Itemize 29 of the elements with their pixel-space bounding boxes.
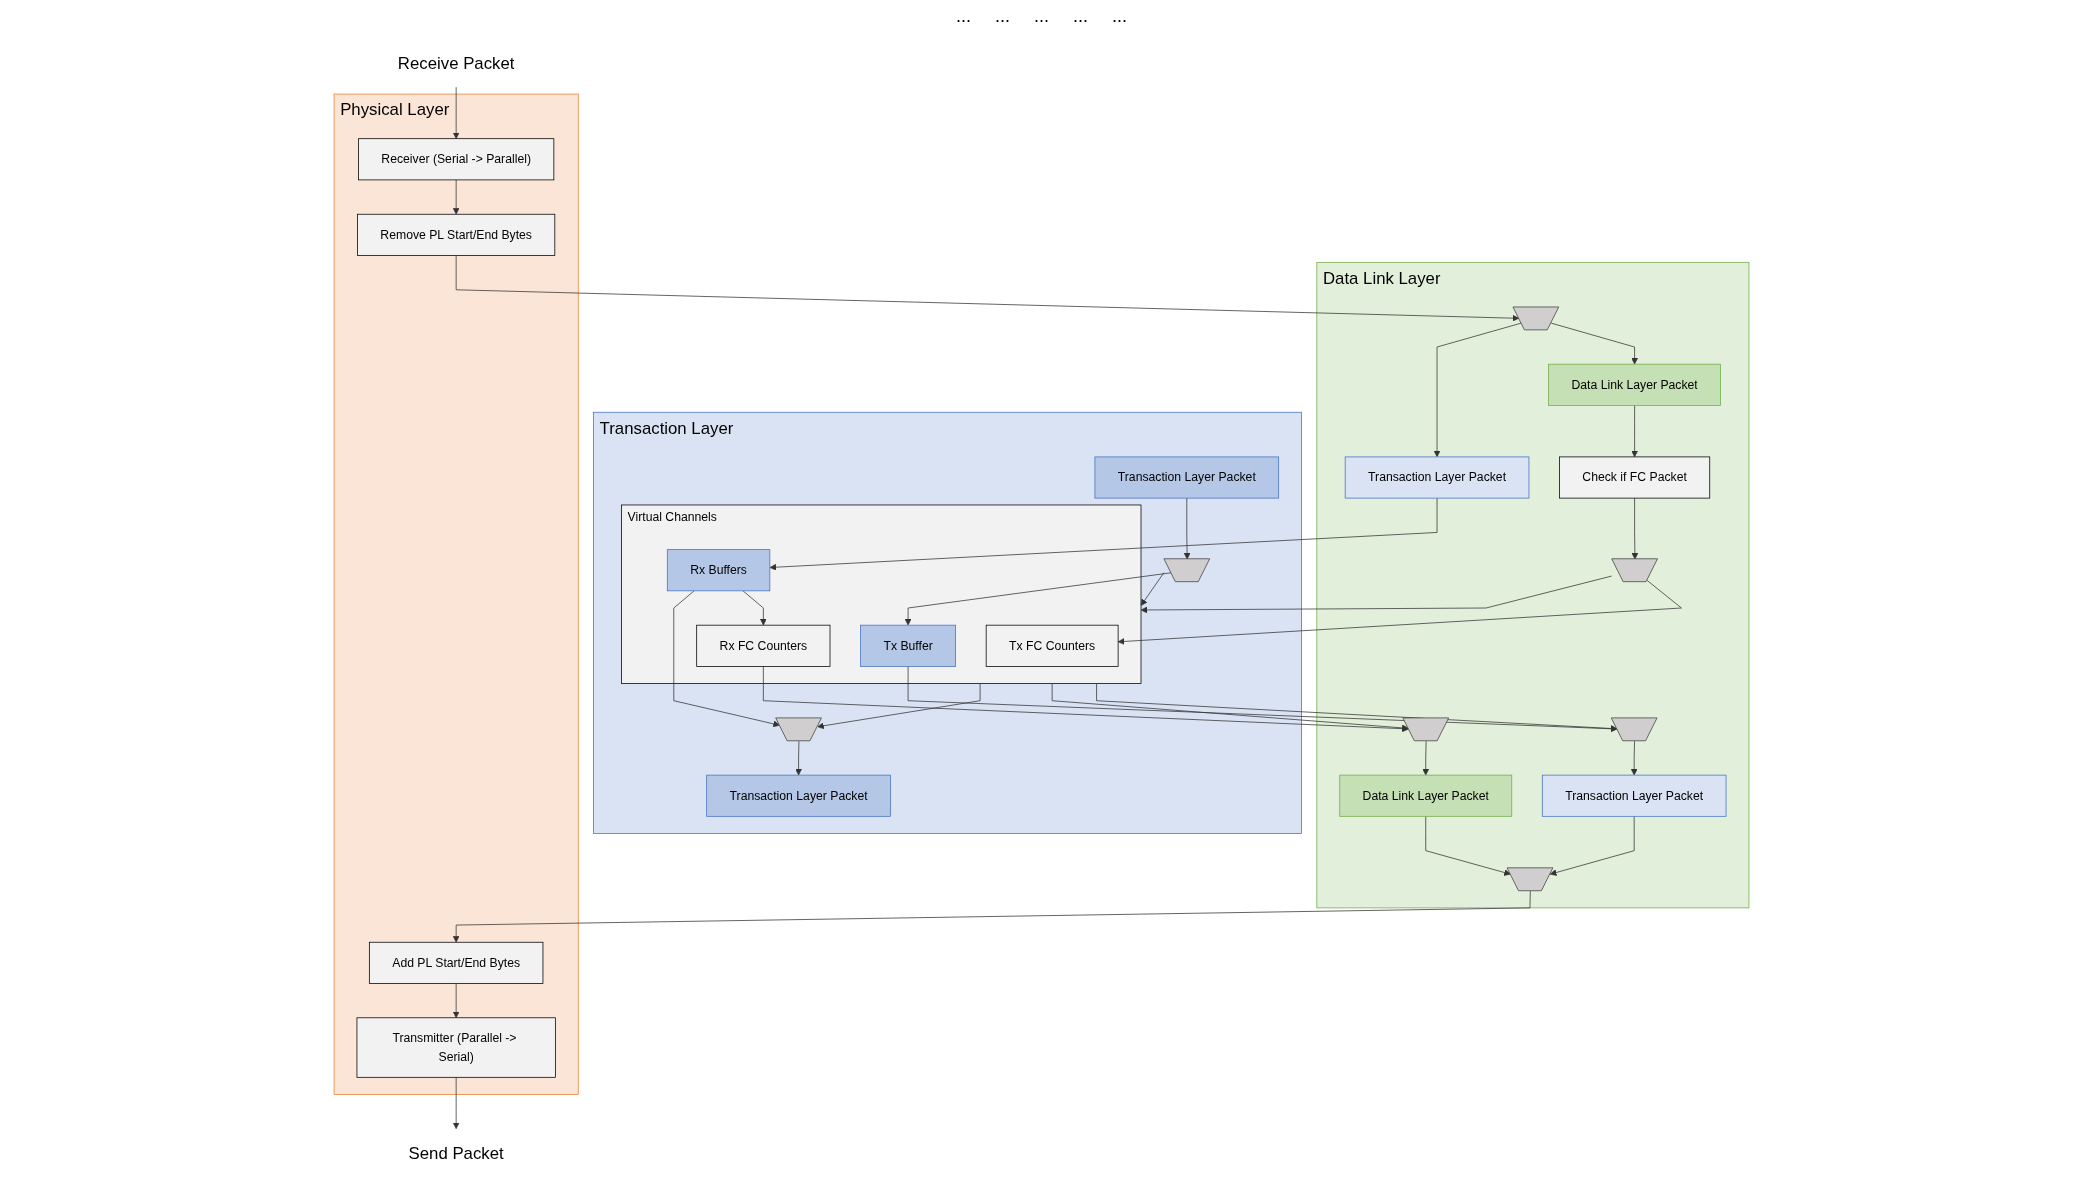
- ellipsis-label: ...: [1073, 6, 1088, 27]
- node-trapezoid: [775, 717, 822, 742]
- node-box: Add PL Start/End Bytes: [368, 941, 544, 984]
- node-box: Transaction Layer Packet: [706, 774, 891, 817]
- node-trapezoid: [1611, 558, 1658, 583]
- node-trapezoid: [1163, 558, 1211, 583]
- node-box: Transaction Layer Packet: [1541, 774, 1727, 817]
- node-box: Tx FC Counters: [985, 624, 1119, 667]
- node-trapezoid: [1512, 306, 1560, 331]
- node-box: Receiver (Serial -> Parallel): [358, 138, 555, 181]
- node-box: Rx FC Counters: [696, 624, 831, 667]
- ellipsis-label: ...: [1034, 6, 1049, 27]
- node-box: Rx Buffers: [666, 549, 771, 592]
- node-box: Data Link Layer Packet: [1339, 774, 1513, 817]
- node-box: Tx Buffer: [860, 624, 956, 667]
- node-trapezoid: [1506, 867, 1554, 892]
- node-box: Transaction Layer Packet: [1344, 456, 1530, 499]
- node-box: Check if FC Packet: [1559, 456, 1711, 499]
- node-text: Receive Packet: [397, 53, 515, 73]
- node-box: Transaction Layer Packet: [1094, 456, 1280, 499]
- ellipsis-label: ...: [955, 6, 971, 27]
- node-box: Transmitter (Parallel -> Serial): [356, 1017, 556, 1078]
- ellipsis-label: ...: [1112, 6, 1128, 27]
- node-text: Send Packet: [408, 1143, 504, 1163]
- node-trapezoid: [1610, 717, 1658, 742]
- node-box: Remove PL Start/End Bytes: [357, 213, 556, 256]
- node-trapezoid: [1402, 717, 1449, 742]
- node-box: Data Link Layer Packet: [1548, 363, 1721, 406]
- ellipsis-label: ...: [994, 6, 1010, 27]
